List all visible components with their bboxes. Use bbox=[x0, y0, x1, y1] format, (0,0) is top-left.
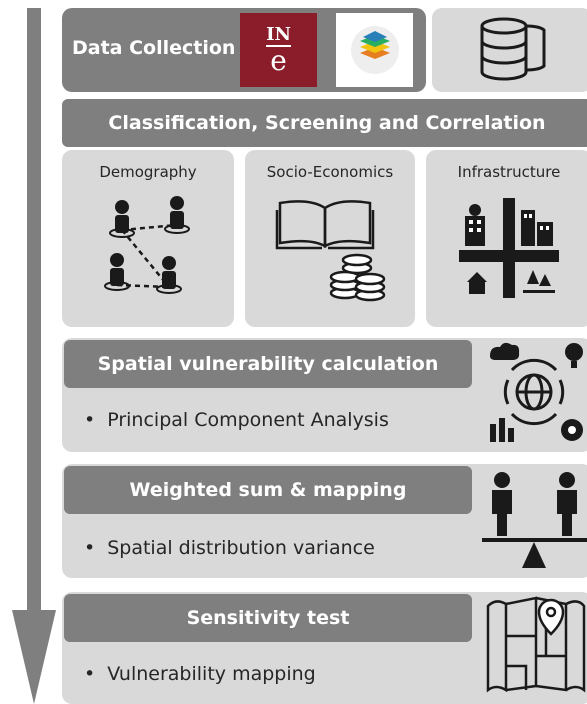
infrastructure-panel: Infrastructure bbox=[426, 150, 587, 327]
step-3-bullet-text: Vulnerability mapping bbox=[107, 663, 316, 685]
step-1-bullet-text: Principal Component Analysis bbox=[107, 409, 389, 431]
data-collection-title: Data Collection bbox=[72, 37, 236, 59]
network-people-icon bbox=[104, 196, 190, 294]
process-arrow-head bbox=[12, 610, 56, 704]
step-2-bullet: • Spatial distribution variance bbox=[84, 537, 375, 559]
socio-economics-label: Socio-Economics bbox=[266, 163, 394, 181]
ine-logo: IN e bbox=[240, 13, 317, 87]
socio-economics-panel: Socio-Economics bbox=[245, 150, 415, 327]
layers-logo bbox=[336, 13, 413, 87]
step-3-bullet: • Vulnerability mapping bbox=[84, 663, 316, 685]
step-2-title: Weighted sum & mapping bbox=[64, 466, 472, 514]
database-icon bbox=[480, 17, 546, 81]
demography-label: Demography bbox=[99, 163, 197, 181]
balance-people-icon bbox=[482, 472, 587, 568]
map-pin-icon bbox=[486, 596, 586, 693]
city-crossroad-icon bbox=[459, 198, 559, 298]
infrastructure-label: Infrastructure bbox=[457, 163, 561, 181]
book-coins-icon bbox=[275, 200, 386, 302]
demography-panel: Demography bbox=[62, 150, 234, 327]
globe-analytics-icon bbox=[490, 342, 583, 442]
process-arrow-shaft bbox=[27, 8, 41, 630]
step-3-title: Sensitivity test bbox=[64, 594, 472, 642]
step-1-bullet: • Principal Component Analysis bbox=[84, 409, 389, 431]
step-2-bullet-text: Spatial distribution variance bbox=[107, 537, 375, 559]
step-1-title: Spatial vulnerability calculation bbox=[64, 340, 472, 388]
layers-icon bbox=[350, 26, 399, 74]
classification-title: Classification, Screening and Correlatio… bbox=[62, 99, 587, 147]
